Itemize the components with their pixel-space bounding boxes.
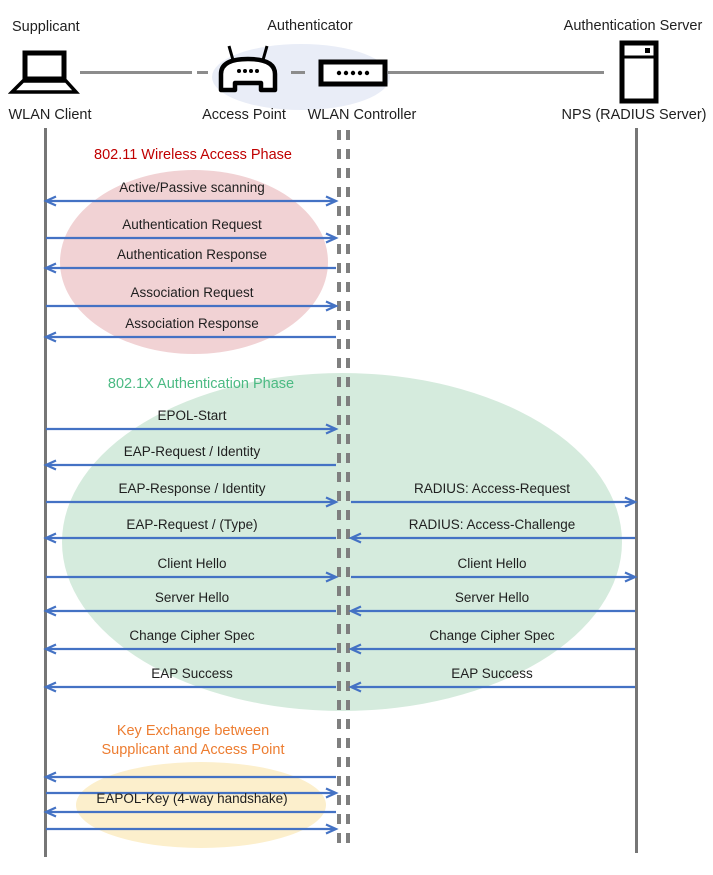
message-label: EAP-Request / Identity [123,444,261,459]
message-label: RADIUS: Access-Request [413,481,571,496]
message-label: RADIUS: Access-Challenge [408,517,576,532]
phase3-title-line1: Key Exchange between [116,723,270,739]
message-label: Authentication Response [116,247,268,262]
connector-dash [197,71,208,74]
device-nps-server: NPS (RADIUS Server) [561,107,707,123]
lifeline-controller-dashed-right [346,130,350,852]
device-wlan-client: WLAN Client [8,107,92,123]
phase2-title: 802.1X Authentication Phase [107,376,295,392]
role-authentication-server: Authentication Server [563,18,703,34]
message-label: Server Hello [154,590,230,605]
lifeline-controller-dashed-left [337,130,341,852]
wlan-controller-icon [318,58,388,88]
role-authenticator: Authenticator [267,18,353,34]
laptop-icon [8,50,80,96]
connector-line [80,71,192,74]
message-label: Change Cipher Spec [429,628,555,643]
message-label: Association Response [125,316,259,331]
device-access-point: Access Point [202,107,286,123]
message-label: Association Request [130,285,254,300]
phase1-title: 802.11 Wireless Access Phase [94,147,292,163]
connector-dash [291,71,305,74]
message-label: Client Hello [157,556,227,571]
connector-line [388,71,604,74]
phase3-title: Key Exchange between Supplicant and Acce… [43,722,343,760]
message-label: EPOL-Start [157,408,227,423]
message-label: Client Hello [457,556,527,571]
phase3-title-line2: Supplicant and Access Point [101,742,285,758]
message-label: Change Cipher Spec [129,628,255,643]
message-label: Active/Passive scanning [119,180,265,195]
message-label: EAP Success [451,666,533,681]
message-label: EAP-Response / Identity [118,481,266,496]
message-label: EAP-Request / (Type) [126,517,258,532]
role-supplicant: Supplicant [12,19,80,35]
message-label: EAPOL-Key (4-way handshake) [96,791,288,806]
access-point-icon [216,44,280,98]
lifeline-wlan-client [44,128,47,857]
lifeline-nps-server [635,128,638,853]
message-label: Authentication Request [122,217,262,232]
message-label: Server Hello [454,590,530,605]
device-wlan-controller: WLAN Controller [307,107,417,123]
message-label: EAP Success [151,666,233,681]
server-icon [618,40,660,104]
